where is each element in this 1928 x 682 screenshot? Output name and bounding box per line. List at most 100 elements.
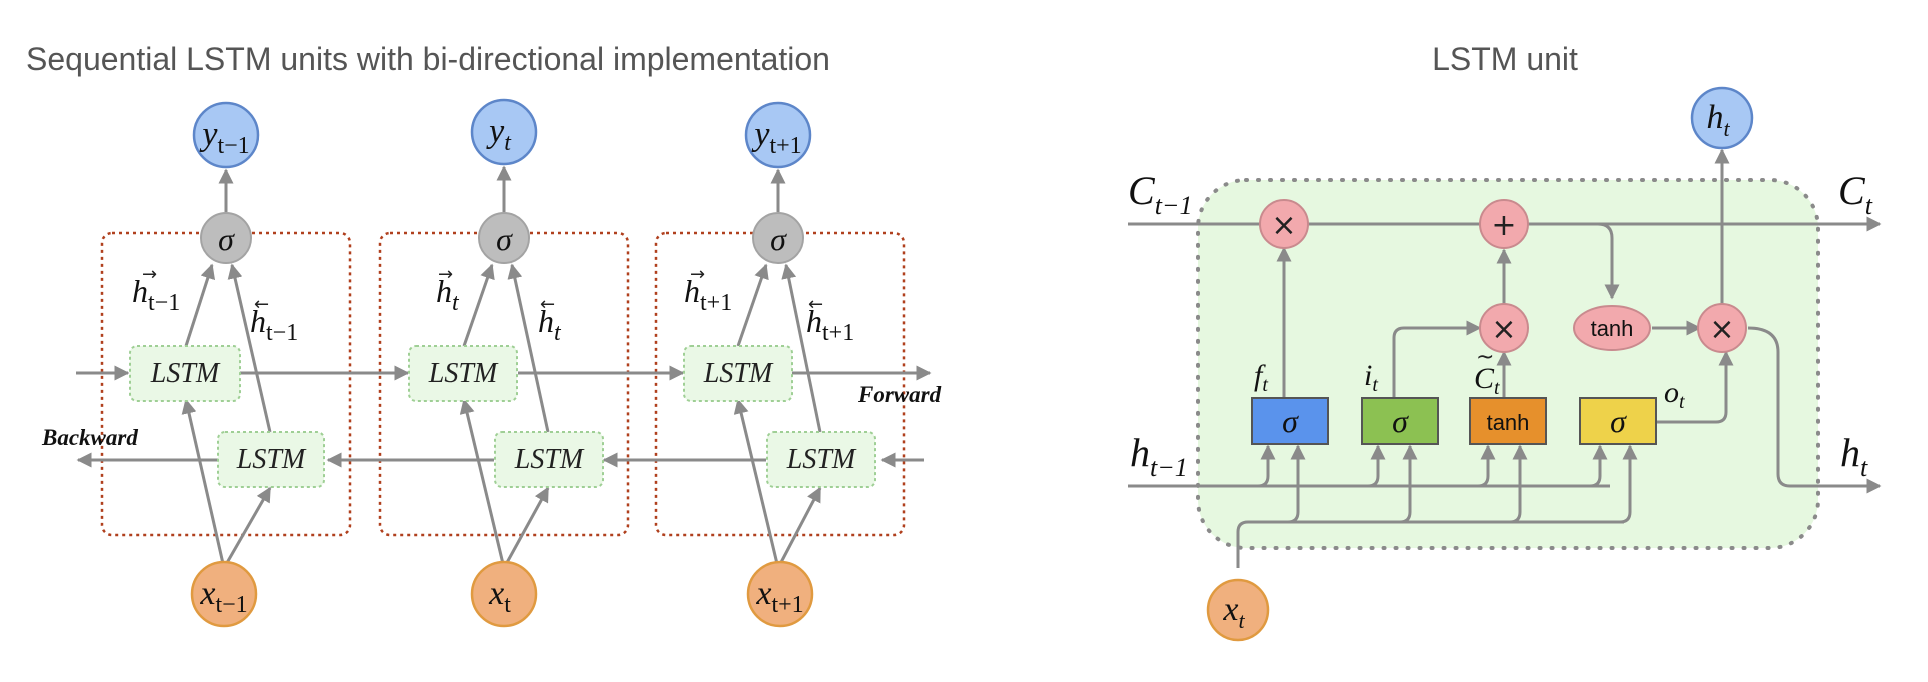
next-cell-state-label: Ct [1838, 168, 1873, 220]
right-panel-title: LSTM unit [1432, 41, 1578, 77]
backward-vector-arrow-2: ← [540, 294, 555, 315]
backward-h-arrow-1 [227, 263, 272, 433]
backward-lstm-box-1 [217, 431, 325, 488]
forward-lstm-label-2: LSTM [428, 358, 499, 389]
forward-lstm-box-1 [129, 345, 241, 402]
backward-vector-arrow-3: ← [808, 294, 823, 315]
output-node-3 [744, 101, 812, 169]
forward-hidden-label-2: ht [436, 273, 460, 316]
forward-lstm-box-2 [408, 345, 518, 402]
output-gate-to-multiply [1656, 350, 1734, 424]
prev-cell-state-label: Ct−1 [1128, 168, 1192, 220]
left-panel: Sequential LSTM units with bi-directiona… [26, 41, 942, 628]
sigma-node-1 [200, 212, 252, 264]
forward-vector-arrow-1: → [142, 264, 157, 285]
x-to-input-gate [1399, 444, 1418, 524]
hidden-output-label: ht [1706, 99, 1730, 141]
output-gate [1579, 397, 1657, 445]
output-label-1: yt−1 [199, 116, 249, 159]
x-to-forward-lstm-1 [181, 398, 226, 569]
input-gate-label: σ [1392, 403, 1409, 439]
cell-input-label: xt [1222, 591, 1245, 633]
candidate-gate-label: tanh [1487, 410, 1530, 435]
input-gate-to-multiply [1392, 320, 1482, 398]
forward-lstm-box-3 [683, 345, 793, 402]
tanh-node-label: tanh [1591, 316, 1634, 341]
next-hidden-state-label: ht [1840, 430, 1868, 482]
right-panel: LSTM unit × + × [1128, 41, 1882, 642]
output-node-1 [192, 101, 260, 169]
x-to-backward-lstm-3 [776, 486, 822, 569]
h-to-input-gate [1367, 444, 1386, 488]
forward-h-arrow-1 [184, 263, 216, 347]
bi-unit-2: LSTM LSTM σ yt xt ht → ht ← [408, 98, 604, 628]
forget-multiply-node [1259, 199, 1309, 249]
backward-lstm-label-3: LSTM [786, 444, 857, 475]
sigma-label-2: σ [496, 221, 513, 257]
left-panel-title: Sequential LSTM units with bi-directiona… [26, 41, 830, 77]
input-gate-symbol: it [1364, 359, 1378, 396]
backward-h-arrow-2 [507, 263, 550, 433]
input-label-3: xt+1 [755, 575, 803, 618]
forward-h-arrow-3 [736, 263, 769, 347]
input-bus-line [1236, 520, 1624, 568]
backward-hidden-label-1: ht−1 [250, 303, 298, 346]
h-to-candidate-gate [1477, 444, 1496, 488]
x-to-output-gate [1619, 444, 1638, 524]
prev-hidden-state-label: ht−1 [1130, 430, 1188, 482]
forward-h-arrow-2 [462, 263, 495, 347]
forward-hidden-label-1: ht−1 [132, 273, 180, 316]
x-to-forget-gate [1287, 444, 1306, 524]
bi-unit-1: LSTM LSTM σ yt−1 xt−1 ht−1 → ht−1 ← [129, 101, 325, 628]
forward-hidden-label-3: ht+1 [684, 273, 732, 316]
output-multiply-symbol: × [1709, 312, 1734, 347]
x-to-backward-lstm-2 [502, 486, 550, 569]
candidate-tilde: ~ [1476, 345, 1494, 370]
backward-h-arrow-3 [781, 263, 822, 433]
bi-unit-3: LSTM LSTM σ yt+1 xt+1 ht+1 → ht+1 ← [683, 101, 876, 628]
backward-vector-arrow-1: ← [254, 294, 269, 315]
forward-lstm-label-1: LSTM [150, 358, 221, 389]
hidden-output-line [1747, 326, 1882, 494]
forget-multiply-symbol: × [1271, 208, 1296, 243]
h-to-forget-gate [1257, 444, 1276, 488]
input-label-1: xt−1 [199, 575, 247, 618]
output-label-3: yt+1 [751, 116, 801, 159]
input-multiply-node [1479, 303, 1529, 353]
sigma-label-3: σ [770, 221, 787, 257]
sigma-label-1: σ [218, 221, 235, 257]
backward-hidden-label-2: ht [538, 303, 562, 346]
sigma-node-2 [478, 212, 530, 264]
candidate-gate-symbol: Ct [1474, 362, 1500, 399]
hidden-output-node [1690, 86, 1754, 150]
forget-gate-label: σ [1282, 403, 1299, 439]
backward-lstm-box-2 [494, 431, 604, 488]
x-to-forward-lstm-2 [459, 398, 506, 569]
output-multiply-node [1697, 303, 1747, 353]
h-to-output-gate [1589, 444, 1608, 488]
backward-lstm-label-2: LSTM [514, 444, 585, 475]
add-symbol: + [1491, 208, 1516, 243]
input-node-2 [470, 560, 538, 628]
cell-input-node [1206, 578, 1270, 642]
forward-vector-arrow-2: → [438, 264, 453, 285]
backward-hidden-label-3: ht+1 [806, 303, 854, 346]
input-gate [1361, 397, 1439, 445]
candidate-gate [1469, 397, 1547, 445]
tanh-node [1573, 305, 1651, 351]
output-gate-symbol: ot [1664, 376, 1685, 413]
input-node-3 [746, 560, 814, 628]
backward-label: Backward [41, 425, 138, 450]
forget-gate [1251, 397, 1329, 445]
output-node-2 [470, 98, 538, 166]
cell-to-tanh [1597, 222, 1620, 300]
backward-lstm-box-3 [766, 431, 876, 488]
input-multiply-symbol: × [1491, 312, 1516, 347]
sigma-node-3 [752, 212, 804, 264]
x-to-candidate-gate [1509, 444, 1528, 524]
x-to-backward-lstm-1 [222, 486, 272, 569]
x-to-forward-lstm-3 [733, 398, 780, 569]
input-label-2: xt [488, 575, 511, 618]
forward-lstm-label-3: LSTM [703, 358, 774, 389]
add-node [1479, 199, 1529, 249]
